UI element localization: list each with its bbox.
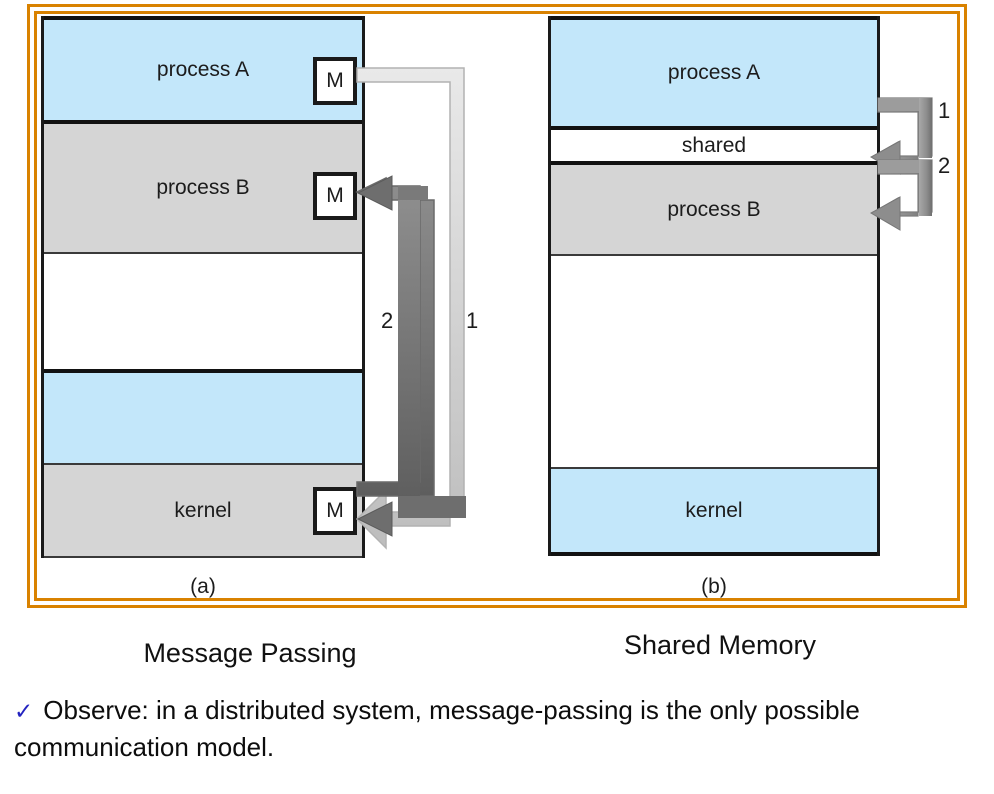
panel-a-title: Message Passing bbox=[143, 638, 357, 668]
observation-bullet: ✓Observe: in a distributed system, messa… bbox=[14, 692, 980, 765]
panel-a-message-box-kernel: M bbox=[313, 487, 357, 535]
panel-a-arrow-2-foot bbox=[398, 496, 466, 518]
panel-a-message-box-b-label: M bbox=[326, 184, 344, 207]
panel-a-message-box-a-label: M bbox=[326, 69, 344, 92]
panel-a-caption: (a) bbox=[190, 575, 216, 598]
panel-b-memory-column: process A shared process B kernel bbox=[548, 16, 880, 556]
panel-a-block-process-a: process A bbox=[44, 16, 362, 124]
panel-b-block-process-b: process B bbox=[551, 165, 877, 256]
panel-a-arrow-2-elbow bbox=[398, 186, 428, 200]
panel-b-arrow-label-1: 1 bbox=[938, 98, 951, 123]
panel-b-block-process-a: process A bbox=[551, 16, 877, 130]
panel-b-shared-label: shared bbox=[681, 133, 747, 157]
panel-a-block-kernel: kernel bbox=[44, 465, 362, 558]
panel-b-arrow-label-2: 2 bbox=[938, 153, 951, 178]
panel-a-message-box-kernel-label: M bbox=[326, 499, 344, 522]
check-icon: ✓ bbox=[14, 698, 34, 724]
panel-a-arrow-label-1: 1 bbox=[466, 308, 479, 333]
panel-a-process-b-label: process B bbox=[156, 176, 250, 199]
panel-a-block-free-1 bbox=[44, 254, 362, 373]
panel-a-memory-column: process A process B kernel bbox=[41, 16, 365, 558]
panel-b-process-b-label: process B bbox=[667, 197, 761, 221]
panel-a-message-box-process-b: M bbox=[313, 172, 357, 220]
panel-b-block-free bbox=[551, 256, 877, 469]
panel-a-arrow-label-2: 2 bbox=[381, 308, 394, 333]
panel-b-arrow-2 bbox=[869, 159, 933, 231]
panel-b-caption: (b) bbox=[701, 575, 727, 598]
panel-a-kernel-label: kernel bbox=[174, 498, 232, 522]
panel-a-message-box-process-a: M bbox=[313, 57, 357, 105]
panel-a-arrow-2-shaft bbox=[398, 192, 420, 504]
panel-b-kernel-label: kernel bbox=[685, 498, 743, 522]
panel-a-block-free-2 bbox=[44, 373, 362, 465]
panel-a-block-process-b: process B bbox=[44, 124, 362, 254]
observation-bullet-text: Observe: in a distributed system, messag… bbox=[14, 695, 860, 762]
panel-b-title: Shared Memory bbox=[623, 630, 817, 660]
panel-a-arrow-1 bbox=[355, 67, 465, 550]
panel-a-process-a-label: process A bbox=[156, 58, 250, 81]
panel-b-process-a-label: process A bbox=[667, 61, 761, 84]
panel-b-block-kernel: kernel bbox=[551, 469, 877, 556]
panel-b-block-shared: shared bbox=[551, 130, 877, 165]
panel-b-arrow-1 bbox=[869, 97, 933, 175]
panel-a-arrow-2 bbox=[355, 176, 435, 497]
